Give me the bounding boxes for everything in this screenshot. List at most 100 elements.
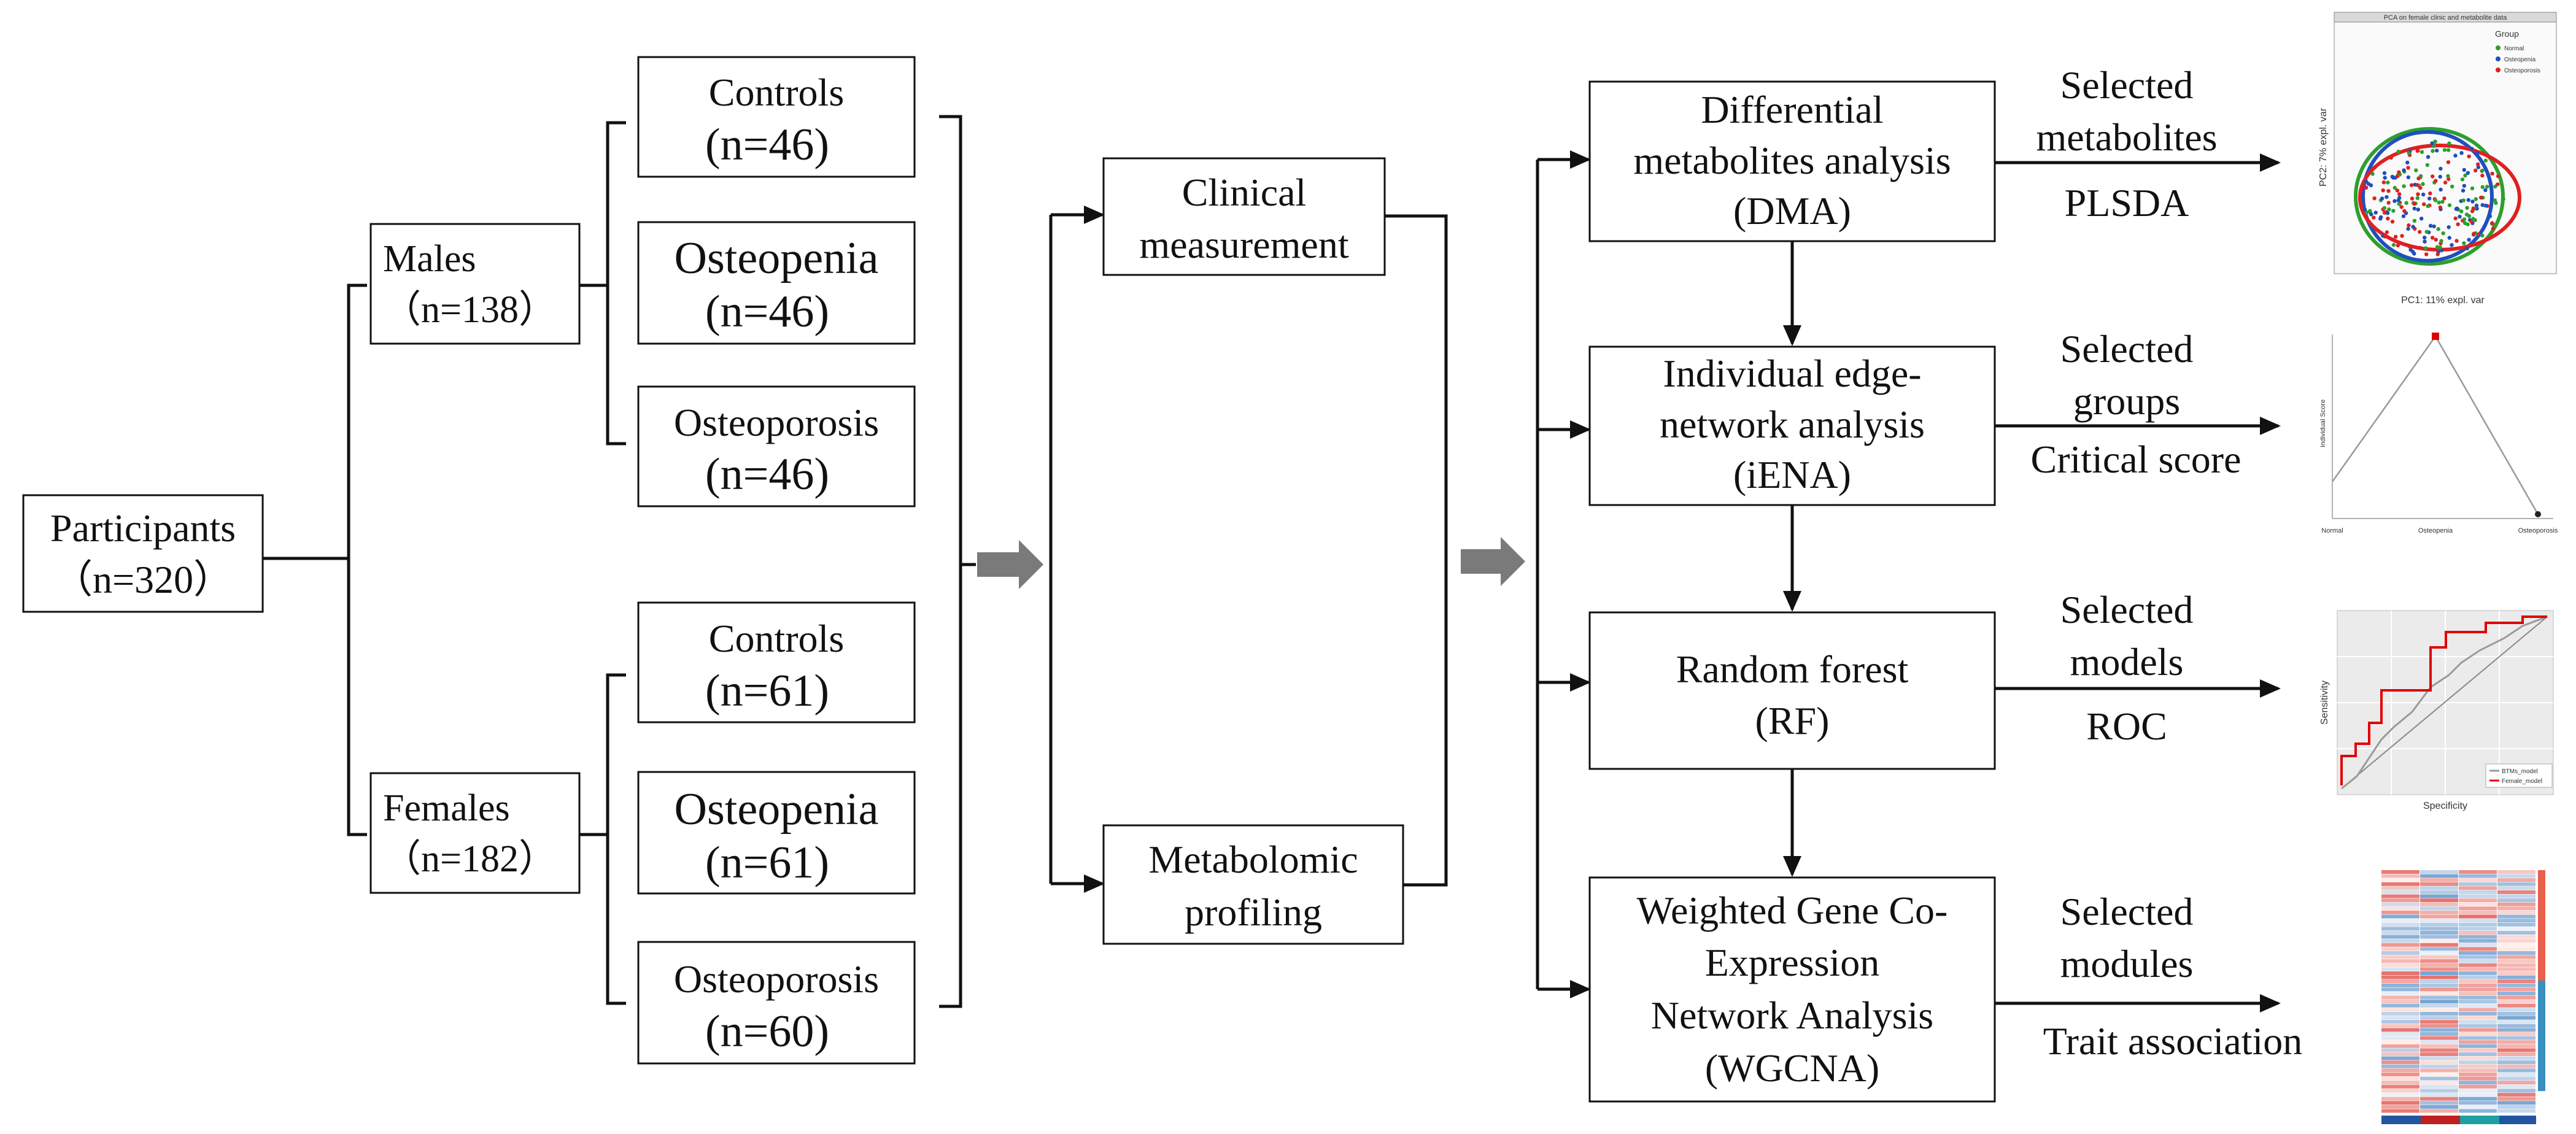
heatmap-cell: [2381, 959, 2419, 963]
heatmap-cell: [2497, 906, 2535, 911]
heatmap-cell: [2459, 1012, 2497, 1016]
sources-bracket: [1049, 206, 1105, 893]
heatmap-cell: [2381, 1068, 2419, 1073]
iena-peak-marker: [2432, 333, 2439, 340]
heatmap-cell: [2459, 995, 2497, 1000]
heatmap-cell: [2420, 1073, 2458, 1076]
participants-label: Participants: [50, 506, 236, 550]
heatmap-cell: [2497, 975, 2535, 979]
heatmap-cell: [2381, 1101, 2419, 1105]
pca-point: [2485, 185, 2489, 189]
pca-point: [2470, 186, 2475, 191]
pca-point: [2438, 174, 2442, 179]
heatmap-cell: [2497, 890, 2535, 894]
heatmap-cell: [2420, 983, 2458, 987]
pca-legend-normal: Normal: [2504, 45, 2524, 52]
heatmap-cell: [2420, 886, 2458, 890]
heatmap-cell: [2381, 874, 2419, 878]
pca-point: [2480, 202, 2485, 207]
pca-point: [2476, 162, 2480, 166]
heatmap-cell: [2381, 878, 2419, 882]
females-count: （n=182）: [383, 838, 557, 880]
iena-line2: network analysis: [1660, 403, 1925, 446]
pca-point: [2470, 199, 2475, 204]
pca-point: [2440, 248, 2444, 253]
male-osteopenia-label: Osteopenia: [675, 233, 879, 284]
heatmap-cell: [2459, 992, 2497, 995]
pca-point: [2463, 221, 2467, 225]
heatmap-cell: [2420, 1036, 2458, 1040]
heatmap-cell: [2459, 951, 2497, 955]
pca-point: [2466, 171, 2470, 175]
pca-point: [2394, 234, 2398, 239]
pca-point: [2395, 188, 2400, 193]
heatmap-cell: [2381, 919, 2419, 923]
rf-output-labels: Selected models ROC: [2060, 588, 2194, 748]
pca-point: [2412, 252, 2416, 256]
roc-female-curve: [2340, 615, 2547, 785]
heatmap-cell: [2459, 1060, 2497, 1065]
heatmap-cell: [2497, 971, 2535, 975]
pca-point: [2382, 171, 2387, 176]
heatmap-cell: [2381, 1008, 2419, 1012]
pca-point: [2473, 218, 2477, 222]
pca-point: [2405, 160, 2410, 165]
pca-point: [2501, 197, 2505, 201]
pca-point: [2496, 174, 2501, 179]
pca-point: [2362, 207, 2367, 212]
pca-point: [2413, 182, 2417, 187]
female-osteoporosis-label: Osteoporosis: [674, 957, 879, 1001]
heatmap-cell: [2497, 1056, 2535, 1060]
pca-point: [2386, 180, 2390, 185]
female-controls-node: Controls (n=61): [637, 601, 916, 723]
heatmap-cell: [2497, 1084, 2535, 1089]
pca-xlabel: PC1: 11% expl. var: [2401, 295, 2485, 306]
pca-point: [2381, 180, 2386, 185]
pca-point: [2480, 173, 2485, 178]
heatmap-cell: [2459, 927, 2497, 931]
iena-line1: Individual edge-: [1663, 352, 1921, 395]
pca-point: [2462, 241, 2466, 245]
pca-point: [2454, 239, 2459, 243]
heatmap-cell: [2420, 902, 2458, 906]
wgcna-line3: Network Analysis: [1651, 993, 1933, 1037]
heatmap-cell: [2420, 1003, 2458, 1008]
pca-point: [2418, 230, 2422, 234]
pca-point: [2415, 148, 2419, 153]
heatmap-cell: [2381, 951, 2419, 955]
heatmap-cell: [2420, 919, 2458, 923]
dma-line1: Differential: [1701, 88, 1883, 131]
pca-point: [2456, 222, 2460, 226]
heatmap-cell: [2497, 919, 2535, 923]
heatmap-cell: [2459, 983, 2497, 987]
heatmap-cell: [2420, 1068, 2458, 1073]
heatmap-cell: [2459, 1048, 2497, 1052]
heatmap-cell: [2381, 1036, 2419, 1040]
pca-point: [2426, 204, 2430, 208]
pca-point: [2372, 165, 2377, 169]
pca-point: [2416, 207, 2420, 212]
heatmap-cell: [2497, 886, 2535, 890]
pca-point: [2400, 234, 2404, 238]
heatmap-cell: [2459, 971, 2497, 975]
heatmap-trait-bar-2: [2421, 1116, 2460, 1124]
heatmap-cell: [2381, 914, 2419, 919]
heatmap-cell: [2420, 1064, 2458, 1068]
pca-point: [2483, 203, 2488, 208]
heatmap-cell: [2381, 1024, 2419, 1028]
pca-point: [2406, 166, 2410, 170]
iena-end-marker: [2535, 511, 2541, 517]
wgcna-heatmap-thumbnail: [2381, 870, 2545, 1124]
heatmap-cell: [2420, 935, 2458, 939]
pca-point: [2397, 192, 2402, 196]
female-osteoporosis-count: (n=60): [705, 1006, 829, 1057]
pca-point: [2385, 230, 2389, 234]
pca-legend-dot-normal: [2496, 45, 2501, 50]
heatmap-cell: [2497, 1012, 2535, 1016]
heatmap-scale-red: [2538, 870, 2545, 981]
female-osteopenia-label: Osteopenia: [675, 784, 879, 835]
male-controls-node: Controls (n=46): [637, 56, 916, 178]
heatmap-cell: [2497, 894, 2535, 898]
pca-point: [2443, 180, 2448, 185]
pca-point: [2447, 203, 2452, 207]
